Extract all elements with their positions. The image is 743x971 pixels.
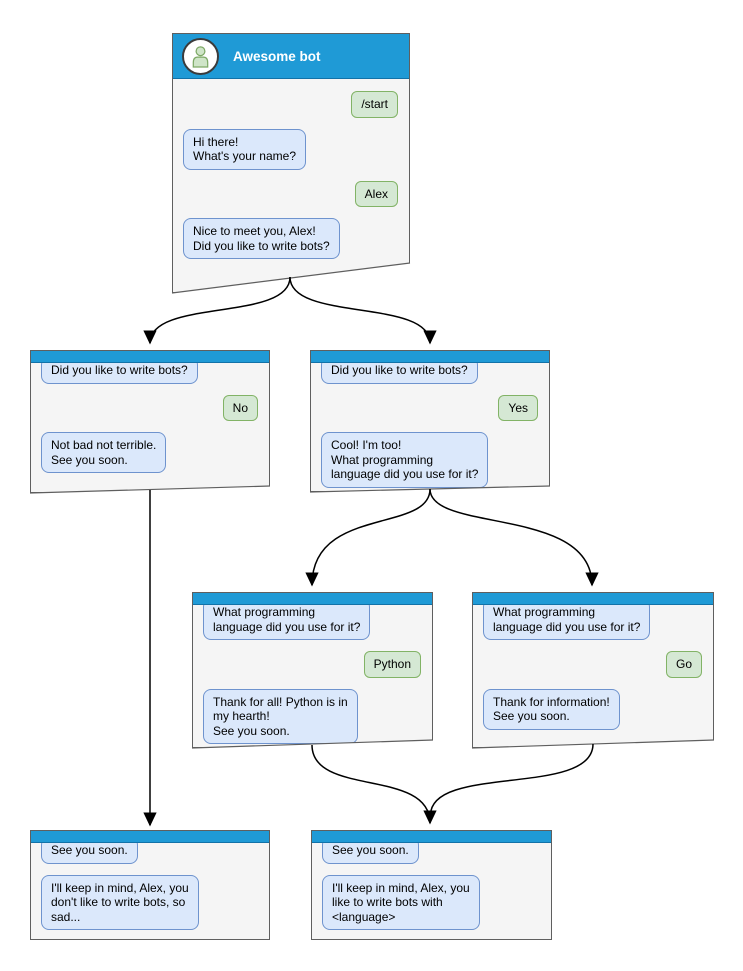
arrow-yes-to-go	[429, 488, 599, 587]
user-message-bubble: Yes	[498, 394, 538, 421]
chat-window-body: What programming language did you use fo…	[193, 593, 432, 747]
chat-window-end-yes: See you soon. I'll keep in mind, Alex, y…	[311, 830, 552, 940]
bot-message-bubble: Thank for information! See you soon.	[483, 688, 620, 730]
bot-message-bubble: Hi there! What's your name?	[183, 128, 307, 170]
bot-avatar-icon	[182, 37, 219, 75]
user-message-bubble: No	[222, 394, 258, 421]
bot-name-title: Awesome bot	[233, 48, 321, 64]
arrow-yes-to-python	[305, 488, 431, 587]
user-message-bubble: Alex	[354, 180, 398, 207]
chat-window-body: See you soon. I'll keep in mind, Alex, y…	[312, 831, 551, 939]
bot-message-bubble: What programming language did you use fo…	[483, 599, 651, 640]
chat-window-titlebar	[193, 593, 432, 605]
chat-window-body: What programming language did you use fo…	[473, 593, 713, 747]
chat-window-branch-yes: Did you like to write bots? Yes Cool! I'…	[310, 350, 550, 492]
chat-window-end-no: See you soon. I'll keep in mind, Alex, y…	[30, 830, 270, 940]
arrow-main-to-yes	[289, 276, 437, 345]
chat-window-titlebar	[31, 351, 269, 363]
user-message-bubble: Go	[665, 651, 702, 678]
chat-window-body: Did you like to write bots? No Not bad n…	[31, 351, 269, 492]
arrow-go-to-end	[429, 743, 594, 816]
bot-message-bubble: Cool! I'm too! What programming language…	[321, 432, 489, 488]
chat-window-main-body: Awesome bot /start Hi there! What's your…	[173, 34, 409, 292]
bot-message-bubble: What programming language did you use fo…	[203, 599, 371, 640]
bot-message-bubble: I'll keep in mind, Alex, you like to wri…	[322, 874, 480, 930]
chat-window-main: Awesome bot /start Hi there! What's your…	[172, 33, 410, 293]
user-message-bubble: /start	[351, 91, 398, 118]
bot-message-bubble: Thank for all! Python is in my hearth! S…	[203, 688, 358, 744]
user-message-bubble: Python	[363, 651, 421, 678]
chat-window-titlebar	[473, 593, 713, 605]
chat-window-titlebar	[312, 831, 551, 843]
chat-window-branch-python: What programming language did you use fo…	[192, 592, 433, 748]
chat-window-branch-no: Did you like to write bots? No Not bad n…	[30, 350, 270, 493]
chat-window-main-titlebar: Awesome bot	[173, 34, 409, 79]
bot-message-bubble: I'll keep in mind, Alex, you don't like …	[41, 874, 199, 930]
arrow-python-to-end	[311, 744, 437, 825]
bot-message-bubble: Not bad not terrible. See you soon.	[41, 432, 167, 473]
chat-window-titlebar	[31, 831, 269, 843]
bot-message-bubble: Nice to meet you, Alex! Did you like to …	[183, 218, 340, 259]
chat-window-titlebar	[311, 351, 549, 363]
chat-window-body: See you soon. I'll keep in mind, Alex, y…	[31, 831, 269, 939]
chat-window-body: Did you like to write bots? Yes Cool! I'…	[311, 351, 549, 491]
chat-window-branch-go: What programming language did you use fo…	[472, 592, 714, 748]
